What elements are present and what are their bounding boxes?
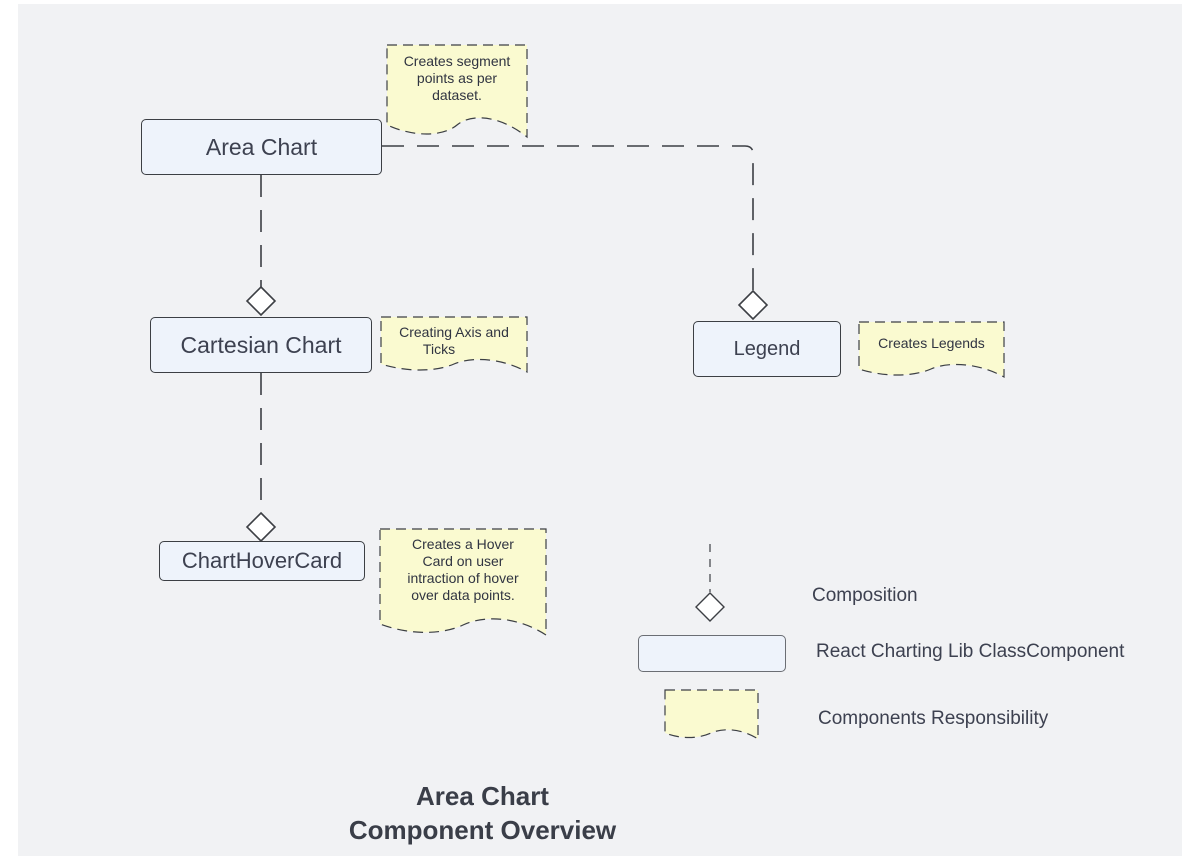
note-area-chart-line: dataset. bbox=[432, 87, 482, 103]
node-legend-label: Legend bbox=[733, 337, 801, 360]
key-class-component-label: React Charting Lib ClassComponent bbox=[816, 641, 1125, 662]
composition-diamond-cartesian bbox=[245, 285, 277, 317]
note-cartesian-chart-line: Ticks bbox=[422, 341, 456, 357]
node-cartesian-chart-label: Cartesian Chart bbox=[180, 331, 342, 358]
note-area-chart-line: points as per bbox=[416, 70, 498, 86]
note-area-chart: Creates segment points as per dataset. bbox=[387, 53, 527, 104]
node-chart-hover-card: ChartHoverCard bbox=[159, 541, 365, 581]
composition-diamond-hovercard bbox=[245, 511, 277, 543]
note-chart-hover-card-line: Card on user bbox=[422, 553, 504, 569]
note-shape-legend bbox=[858, 321, 1005, 379]
note-legend-line: Creates Legends bbox=[878, 335, 985, 351]
key-class-component-box bbox=[638, 635, 786, 672]
node-area-chart: Area Chart bbox=[141, 119, 382, 175]
diagram-title-line-2: Component Overview bbox=[348, 815, 617, 845]
node-legend: Legend bbox=[693, 321, 841, 377]
key-composition-label: Composition bbox=[812, 585, 918, 606]
composition-diamond-legend bbox=[737, 289, 769, 321]
note-chart-hover-card-line: intraction of hover bbox=[407, 570, 519, 586]
key-responsibility-note bbox=[664, 689, 759, 741]
diagram-title-line-1: Area Chart bbox=[416, 781, 549, 811]
note-cartesian-chart-line: Creating Axis and bbox=[399, 324, 509, 340]
node-cartesian-chart: Cartesian Chart bbox=[150, 317, 372, 373]
note-shape-chart-hover-card bbox=[379, 528, 547, 637]
note-legend: Creates Legends bbox=[859, 335, 1004, 352]
note-chart-hover-card-line: Creates a Hover bbox=[412, 536, 514, 552]
node-area-chart-label: Area Chart bbox=[205, 133, 318, 160]
note-chart-hover-card: Creates a Hover Card on user intraction … bbox=[380, 536, 546, 604]
note-chart-hover-card-line: over data points. bbox=[411, 587, 515, 603]
connector-area-to-legend bbox=[382, 145, 754, 291]
note-shape-cartesian-chart bbox=[380, 316, 528, 374]
note-shape-area-chart bbox=[386, 44, 528, 139]
node-chart-hover-card-label: ChartHoverCard bbox=[181, 548, 343, 573]
note-area-chart-line: Creates segment bbox=[403, 53, 511, 69]
note-cartesian-chart: Creating Axis and Ticks bbox=[381, 324, 527, 358]
key-responsibility-label: Components Responsibility bbox=[818, 708, 1049, 729]
key-composition-diamond bbox=[695, 592, 725, 622]
